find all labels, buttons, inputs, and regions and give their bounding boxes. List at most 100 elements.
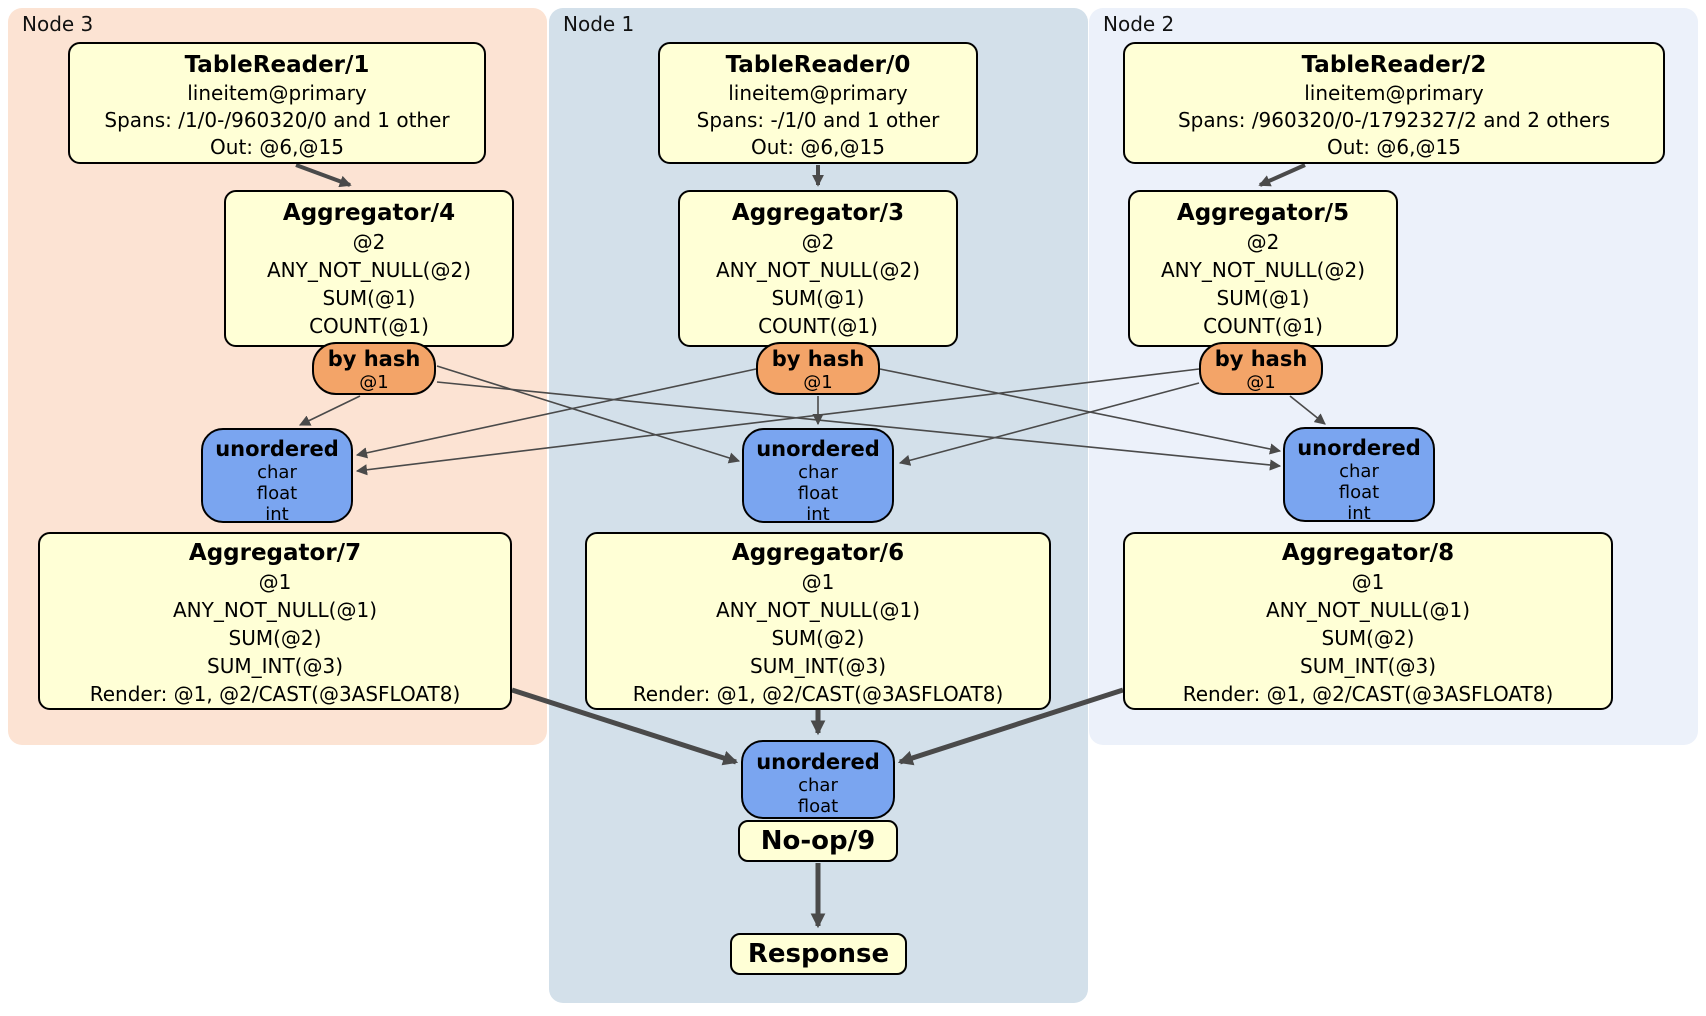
edge-hash1-sync2 [879,368,1282,455]
aggregator-4-fn1: ANY_NOT_NULL(@2) [267,258,471,282]
arrow-agg8-finalsync [897,687,1124,766]
sync-node1-title: unordered [756,437,880,461]
tablereader-2-title: TableReader/2 [1301,52,1487,78]
response-box: Response [730,933,907,975]
tablereader-0-index: lineitem@primary [728,81,908,105]
aggregator-6-box: Aggregator/6 @1 ANY_NOT_NULL(@1) SUM(@2)… [585,532,1051,710]
aggregator-7-group: @1 [258,570,292,594]
edge-hash2-sync1 [898,382,1200,466]
final-stage-arrows [511,687,1124,929]
tablereader-1-out: Out: @6,@15 [210,135,344,159]
node1-label: Node 1 [563,12,635,36]
tablereader-2-out: Out: @6,@15 [1327,135,1461,159]
aggregator-7-fn1: ANY_NOT_NULL(@1) [173,598,377,622]
arrow-agg7-finalsync [511,687,739,766]
tablereader-2-box: TableReader/2 lineitem@primary Spans: /9… [1123,42,1665,164]
arrow-tr2-agg5 [1258,163,1306,187]
aggregator-8-fn2: SUM(@2) [1321,626,1415,650]
edge-hash3-sync1 [436,365,741,464]
tablereader-2-spans: Spans: /960320/0-/1792327/2 and 2 others [1177,108,1610,132]
aggregator-6-fn2: SUM(@2) [771,626,865,650]
aggregator-5-box: Aggregator/5 @2 ANY_NOT_NULL(@2) SUM(@1)… [1128,190,1398,347]
aggregator-4-fn2: SUM(@1) [322,286,416,310]
sync-node3-col3: int [265,504,289,525]
tablereader-0-spans: Spans: -/1/0 and 1 other [696,108,940,132]
aggregator-4-group: @2 [352,230,386,254]
aggregator-7-fn3: SUM_INT(@3) [207,654,343,678]
sync-node3-title: unordered [215,437,339,461]
node2-label: Node 2 [1103,12,1175,36]
tablereader-1-index: lineitem@primary [187,81,367,105]
hash-router-node2-box: by hash @1 [1199,342,1323,395]
aggregator-5-fn1: ANY_NOT_NULL(@2) [1161,258,1365,282]
edge-hash1-sync3 [355,368,757,459]
aggregator-6-fn1: ANY_NOT_NULL(@1) [716,598,920,622]
aggregator-3-fn2: SUM(@1) [771,286,865,310]
aggregator-5-fn3: COUNT(@1) [1203,314,1323,338]
arrow-tr1-agg4 [295,163,352,188]
hash-router-node2-detail: @1 [1246,372,1276,393]
noop-box: No-op/9 [738,820,898,862]
final-sync-title: unordered [756,750,880,774]
aggregator-8-fn3: SUM_INT(@3) [1300,654,1436,678]
aggregator-7-fn2: SUM(@2) [228,626,322,650]
aggregator-6-render: Render: @1, @2/CAST(@3ASFLOAT8) [632,682,1004,706]
aggregator-8-fn1: ANY_NOT_NULL(@1) [1266,598,1470,622]
aggregator-8-box: Aggregator/8 @1 ANY_NOT_NULL(@1) SUM(@2)… [1123,532,1613,710]
tablereader-2-index: lineitem@primary [1304,81,1484,105]
aggregator-3-fn1: ANY_NOT_NULL(@2) [716,258,920,282]
aggregator-3-box: Aggregator/3 @2 ANY_NOT_NULL(@2) SUM(@1)… [678,190,958,347]
sync-node1-box: unordered char float int [742,428,894,525]
router-to-sync-edges [298,365,1326,476]
hash-router-node3-box: by hash @1 [312,342,436,395]
sync-node1-col2: float [797,483,839,504]
tablereader-0-title: TableReader/0 [725,52,911,78]
hash-router-node2-title: by hash [1214,347,1308,371]
aggregator-6-title: Aggregator/6 [731,540,905,566]
reader-to-agg-arrows [295,163,1306,188]
sync-node2-box: unordered char float int [1283,427,1435,524]
tablereader-1-spans: Spans: /1/0-/960320/0 and 1 other [104,108,450,132]
sync-node3-col1: char [257,462,297,483]
edge-hash3-sync2 [436,381,1282,471]
sync-node2-title: unordered [1297,436,1421,460]
tablereader-0-box: TableReader/0 lineitem@primary Spans: -/… [658,42,978,164]
sync-node1-col3: int [806,504,830,525]
hash-router-node1-box: by hash @1 [756,342,880,395]
edge-hash3-sync3 [298,395,361,426]
aggregator-3-title: Aggregator/3 [731,200,905,226]
sync-node3-box: unordered char float int [201,428,353,525]
hash-router-node1-detail: @1 [803,372,833,393]
sync-node1-col1: char [798,462,838,483]
aggregator-4-fn3: COUNT(@1) [309,314,429,338]
aggregator-4-title: Aggregator/4 [282,200,456,226]
aggregator-5-group: @2 [1246,230,1280,254]
node3-label: Node 3 [22,12,94,36]
hash-router-node3-detail: @1 [359,372,389,393]
aggregator-8-group: @1 [1351,570,1385,594]
aggregator-6-fn3: SUM_INT(@3) [750,654,886,678]
hash-router-node1-title: by hash [771,347,865,371]
aggregator-7-title: Aggregator/7 [188,540,362,566]
aggregator-6-group: @1 [801,570,835,594]
aggregator-3-group: @2 [801,230,835,254]
aggregator-3-fn3: COUNT(@1) [758,314,878,338]
sync-node2-col3: int [1347,503,1371,524]
final-sync-box: unordered char float [741,740,895,819]
hash-router-node3-title: by hash [327,347,421,371]
aggregator-5-title: Aggregator/5 [1176,200,1350,226]
sync-node2-col1: char [1339,461,1379,482]
tablereader-1-box: TableReader/1 lineitem@primary Spans: /1… [68,42,486,164]
aggregator-4-box: Aggregator/4 @2 ANY_NOT_NULL(@2) SUM(@1)… [224,190,514,347]
sync-node3-col2: float [256,483,298,504]
final-sync-col1: char [798,775,838,796]
aggregator-8-title: Aggregator/8 [1281,540,1455,566]
aggregator-5-fn2: SUM(@1) [1216,286,1310,310]
aggregator-7-box: Aggregator/7 @1 ANY_NOT_NULL(@1) SUM(@2)… [38,532,512,710]
tablereader-0-out: Out: @6,@15 [751,135,885,159]
edge-hash2-sync3 [355,368,1200,476]
sync-node2-col2: float [1338,482,1380,503]
aggregator-7-render: Render: @1, @2/CAST(@3ASFLOAT8) [89,682,461,706]
